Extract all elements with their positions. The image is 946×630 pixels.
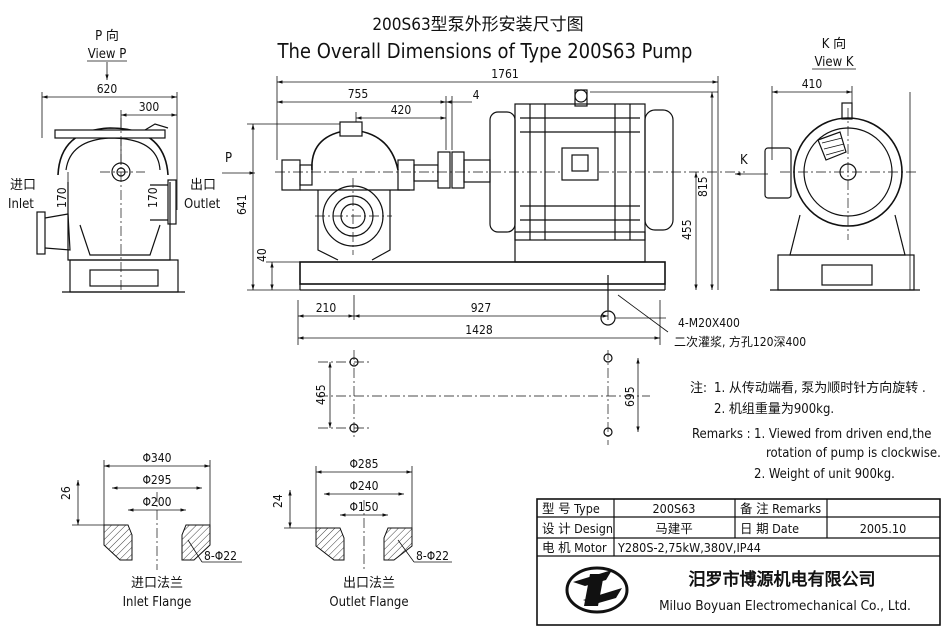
dim-210: 210 xyxy=(316,301,337,315)
dim-755: 755 xyxy=(348,87,369,101)
outlet-label-en: Outlet xyxy=(184,197,221,212)
company-logo xyxy=(565,566,629,614)
outlet-holes: 8-Φ22 xyxy=(416,549,449,563)
company-name-cn: 汨罗市博源机电有限公司 xyxy=(689,569,876,590)
view-p-label-cn: P 向 xyxy=(95,28,119,44)
outlet-thickness: 24 xyxy=(271,494,285,508)
outlet-d-outer: Φ285 xyxy=(349,457,378,471)
tb-design-value: 马建平 xyxy=(655,521,693,536)
tb-type-value: 200S63 xyxy=(653,501,696,516)
tb-design-label: 设 计 Design xyxy=(542,521,613,536)
dim-455: 455 xyxy=(680,219,694,240)
foundation-plan: 465 695 xyxy=(314,350,650,445)
inlet-flange-drawing: Φ340 Φ295 Φ200 26 8-Φ22 进口法兰 Inlet Flang… xyxy=(59,451,242,610)
inlet-label-en: Inlet xyxy=(8,197,34,212)
p-arrow-label: P xyxy=(225,151,232,166)
view-p-label-en: View P xyxy=(88,47,127,62)
inlet-flange-label-cn: 进口法兰 xyxy=(131,576,183,591)
dim-40: 40 xyxy=(255,248,269,262)
outlet-flange-drawing: Φ285 Φ240 Φ150 24 8-Φ22 出口法兰 Outlet Flan… xyxy=(271,457,452,610)
title-block: 型 号 Type 200S63 备 注 Remarks 设 计 Design 马… xyxy=(536,498,941,626)
note-en-prefix: Remarks : xyxy=(692,427,751,442)
company-name-en: Miluo Boyuan Electromechanical Co., Ltd. xyxy=(659,598,911,614)
view-p-drawing: P 向 View P 620 300 170 xyxy=(8,28,221,293)
outlet-label-cn: 出口 xyxy=(190,178,216,193)
anchor-bolt-spec: 4-M20X400 xyxy=(678,316,740,330)
dim-1428: 1428 xyxy=(465,323,493,337)
outlet-flange-label-en: Outlet Flange xyxy=(329,595,408,610)
drawing-title-en: The Overall Dimensions of Type 200S63 Pu… xyxy=(277,39,693,63)
dim-465: 465 xyxy=(314,384,328,405)
dim-1761: 1761 xyxy=(491,67,518,81)
dim-695: 695 xyxy=(623,386,637,407)
dim-620: 620 xyxy=(97,82,118,96)
inlet-holes: 8-Φ22 xyxy=(204,549,237,563)
notes-block: 注: 1. 从传动端看, 泵为顺时针方向旋转 . 2. 机组重量为900kg. … xyxy=(690,380,941,482)
dim-4: 4 xyxy=(473,88,480,102)
front-view-drawing: P K 1761 755 4 420 641 40 455 8 xyxy=(222,67,806,349)
note-en-1a: 1. Viewed from driven end,the xyxy=(754,427,932,442)
k-arrow-label: K xyxy=(740,153,748,168)
dim-927: 927 xyxy=(471,301,492,315)
grout-spec: 二次灌浆, 方孔120深400 xyxy=(674,334,806,349)
view-k-label-cn: K 向 xyxy=(822,36,846,52)
inlet-label-cn: 进口 xyxy=(10,178,36,193)
view-k-label-en: View K xyxy=(814,55,853,70)
note-cn-2: 2. 机组重量为900kg. xyxy=(714,401,834,417)
outlet-d-pcd: Φ240 xyxy=(349,479,378,493)
note-cn-1: 1. 从传动端看, 泵为顺时针方向旋转 . xyxy=(714,380,926,396)
tb-remarks-label: 备 注 Remarks xyxy=(740,501,821,516)
note-en-2: 2. Weight of unit 900kg. xyxy=(754,467,895,482)
inlet-flange-label-en: Inlet Flange xyxy=(123,595,192,610)
tb-date-value: 2005.10 xyxy=(860,521,907,536)
inlet-d-pcd: Φ295 xyxy=(142,473,171,487)
note-cn-prefix: 注: xyxy=(690,381,707,396)
tb-type-label: 型 号 Type xyxy=(542,501,600,516)
inlet-d-outer: Φ340 xyxy=(142,451,171,465)
dim-170-left: 170 xyxy=(55,187,69,208)
dim-420: 420 xyxy=(391,103,412,117)
note-en-1b: rotation of pump is clockwise. xyxy=(766,446,941,461)
dim-300: 300 xyxy=(139,100,160,114)
dim-641: 641 xyxy=(235,194,249,215)
dim-815: 815 xyxy=(696,176,710,197)
tb-motor-value: Y280S-2,75kW,380V,IP44 xyxy=(617,540,761,555)
view-k-drawing: K 向 View K 410 xyxy=(764,36,920,291)
dim-170-right: 170 xyxy=(146,187,160,208)
outlet-flange-label-cn: 出口法兰 xyxy=(343,576,395,591)
tb-motor-label: 电 机 Motor xyxy=(542,540,607,555)
inlet-thickness: 26 xyxy=(59,486,73,500)
tb-date-label: 日 期 Date xyxy=(740,521,799,536)
drawing-title-cn: 200S63型泵外形安装尺寸图 xyxy=(372,15,583,35)
dim-410: 410 xyxy=(802,77,823,91)
